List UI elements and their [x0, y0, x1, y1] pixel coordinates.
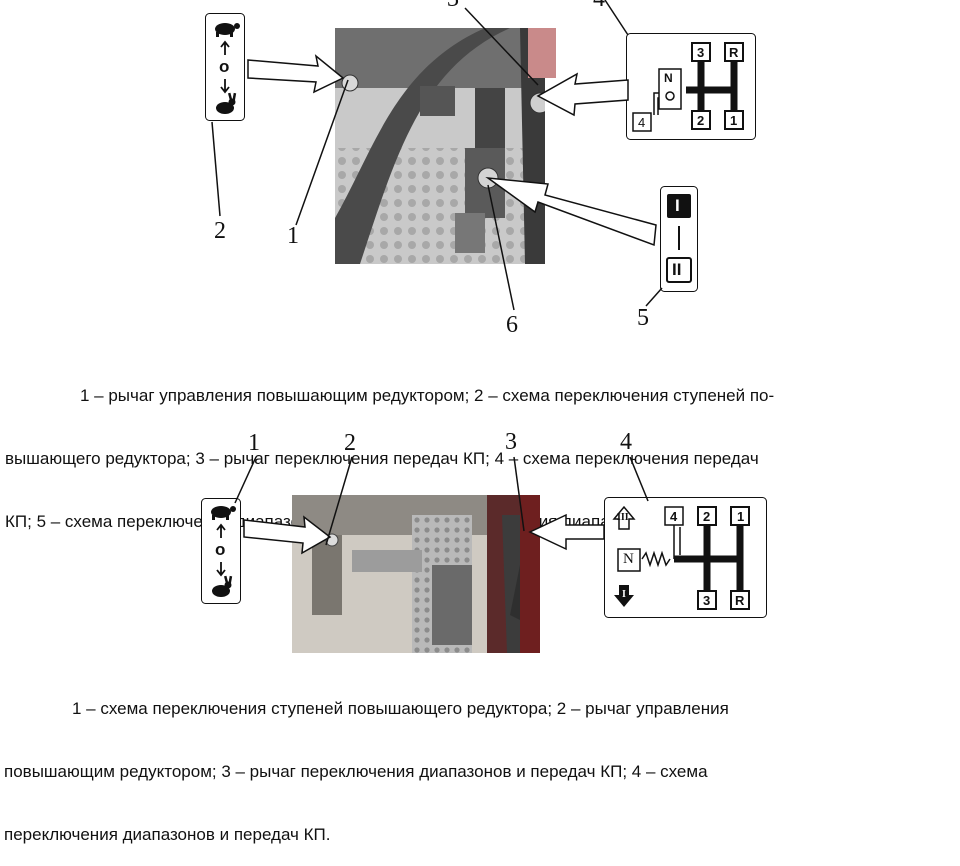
figure-1: o N 3 R 2 1 4 — [0, 0, 960, 340]
rabbit-icon-2 — [212, 575, 233, 597]
label-1b: 1 — [248, 430, 260, 456]
reducer-neutral-symbol-2: o — [215, 540, 226, 559]
gear-range-scheme-panel: III I N 4 2 1 3 R — [604, 497, 767, 618]
range-down-arrow-icon — [614, 585, 634, 607]
gear-2-label: 2 — [697, 113, 705, 128]
label-5: 5 — [637, 305, 649, 331]
photo-red-edge — [528, 28, 556, 78]
reducer-scheme-panel: o — [205, 13, 245, 121]
gear-r-label-2: R — [735, 593, 745, 608]
rabbit-icon — [216, 92, 237, 114]
gear-scheme-panel: N 3 R 2 1 4 — [626, 33, 756, 140]
label-3b: 3 — [505, 429, 517, 455]
caption-2-line-1: 1 – схема переключения ступеней повышающ… — [72, 699, 729, 718]
caption-1-line-1: 1 – рычаг управления повышающим редуктор… — [80, 386, 775, 405]
range-high-label-2: III — [617, 512, 629, 523]
label-2b: 2 — [344, 430, 356, 456]
range-low-label: II — [672, 260, 682, 279]
figure-2: o III I N 4 2 1 — [0, 425, 960, 653]
gear-r-label: R — [729, 45, 739, 60]
label-6: 6 — [506, 312, 518, 338]
gear-2-label-2: 2 — [703, 509, 711, 524]
range-high-label: I — [675, 196, 680, 215]
caption-2-line-2: повышающим редуктором; 3 – рычаг переклю… — [4, 762, 708, 781]
gear-neutral-label-2: N — [623, 551, 634, 567]
gear-1-label: 1 — [730, 113, 738, 128]
photo-red-door — [520, 495, 540, 653]
turtle-icon — [215, 23, 240, 37]
label-3: 3 — [447, 0, 459, 11]
range-low-label-2: I — [622, 589, 626, 600]
caption-1-line-2: вышающего редуктора; 3 – рычаг переключе… — [5, 449, 759, 468]
gear-3-label: 3 — [697, 45, 705, 60]
cab-floor-photo — [335, 28, 545, 264]
label-4b: 4 — [620, 429, 632, 455]
label-2: 2 — [214, 218, 226, 244]
range-up-arrow-icon — [612, 505, 636, 530]
turtle-icon-2 — [211, 506, 236, 520]
reducer-scheme-panel-2: o — [201, 498, 241, 604]
gear-4-label-2: 4 — [670, 509, 678, 524]
gear-4-label: 4 — [638, 115, 646, 130]
gear-neutral-label: N — [664, 71, 673, 85]
gear-3-label-2: 3 — [703, 593, 711, 608]
figure-2-caption: 1 – схема переключения ступеней повышающ… — [0, 656, 960, 866]
gear-1-label-2: 1 — [737, 509, 745, 524]
caption-2-line-3: переключения диапазонов и передач КП. — [4, 825, 331, 844]
label-1: 1 — [287, 223, 299, 249]
label-4: 4 — [593, 0, 605, 11]
cab-floor-photo-2 — [292, 495, 540, 653]
range-scheme-panel: I II — [660, 186, 698, 292]
reducer-neutral-symbol: o — [219, 57, 230, 76]
